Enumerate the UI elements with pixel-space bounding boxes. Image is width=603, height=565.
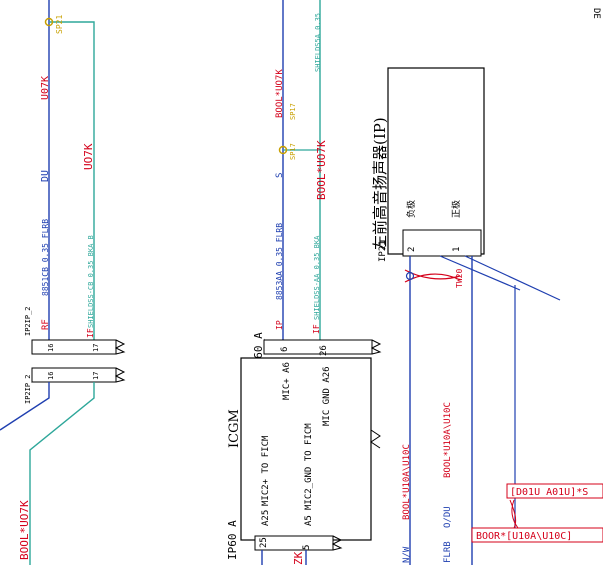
left-rf-tag: RF xyxy=(41,319,51,330)
speaker-pin1-num: 1 xyxy=(452,247,462,252)
callout-bottom-text: BOOR*[U10A\U10C] xyxy=(476,531,572,542)
left-connector-bottom: IP2IP_2 16 17 xyxy=(24,367,126,404)
callout-top-text: [D01U A01U]*S xyxy=(510,487,588,498)
callout-top-box xyxy=(506,483,603,499)
icgm-side-pin-mic-gnd: MIC GND A26 xyxy=(322,366,332,426)
speaker-ref: IP21 xyxy=(378,240,388,262)
speaker-pin2-label: 负极 xyxy=(405,200,417,218)
corner-label: DE xyxy=(591,8,601,19)
left-circuit-label: U07K xyxy=(40,76,51,100)
ip60-bottom-tag: ZK xyxy=(292,551,305,565)
left-connector-top-pin16: 16 xyxy=(47,344,55,352)
left-shield-spec: SHIELDSS-CB 0.35 BKA B xyxy=(87,235,95,328)
right-wire-diag-b xyxy=(464,255,561,301)
right-label-4: FLRB xyxy=(443,541,453,563)
ip60-pin-26: 26 xyxy=(319,345,329,356)
right-label-2: BOOL*U10A\U10C xyxy=(443,402,453,478)
left-route-label: DU xyxy=(40,170,51,182)
left-connector-top: IP2IP_2 16 17 xyxy=(24,306,126,355)
ip60-bottom-connector-id: IP60 A xyxy=(226,520,239,560)
middle-red-circuit: BOOL*UO7K xyxy=(315,140,328,200)
left-connector-bottom-pin16: 16 xyxy=(47,372,55,380)
twisted-pair-indicator xyxy=(404,269,461,283)
left-connector-bottom-id: IP2IP_2 xyxy=(24,374,32,404)
left-connector-top-pin17: 17 xyxy=(92,344,100,352)
icgm-row-a5-pin: A5 xyxy=(304,515,314,526)
ip60-pin-6: 6 xyxy=(280,347,290,352)
icgm-row-a25-text: MIC2+ TO FICM xyxy=(261,435,271,506)
icgm-row-a25-pin: A25 xyxy=(261,510,271,526)
left-connector-top-id: IP2IP_2 xyxy=(24,306,32,336)
right-label-1: BOOL*U10A\U10C xyxy=(402,444,412,520)
icgm-module: ICGM A25 MIC2+ TO FICM A5 MIC2_GND TO FI… xyxy=(227,357,381,541)
middle-blue-tag: IP xyxy=(275,320,284,330)
ip60-bottom-pin-25: 25 xyxy=(259,537,269,548)
left-splice-dot xyxy=(44,17,54,27)
left-connector-top-body xyxy=(31,339,117,355)
left-wire-spec: 8851CB 0.35 FLRB xyxy=(41,219,50,296)
speaker-box xyxy=(387,67,485,255)
callout-twist xyxy=(509,499,519,529)
middle-wire-group: BOOL*UO7K SHIELDS5A 0.35 SP17 SP17 BOOL*… xyxy=(275,0,328,340)
left-red-circuit: UO7K xyxy=(82,143,95,170)
middle-splice-label-b: SP17 xyxy=(289,143,297,160)
speaker-twist-label: TW20 xyxy=(455,269,464,288)
middle-route-label: S xyxy=(275,173,285,178)
icgm-side-pin-mic-plus: MIC+ A6 xyxy=(282,362,292,400)
icgm-row-a5-text: MIC2_GND TO FICM xyxy=(304,423,314,510)
speaker-connector-body xyxy=(402,229,482,257)
speaker-ip21: 左前高音扬声器(IP) IP21 2 负极 1 正极 TW20 xyxy=(371,67,485,288)
right-wires: BOOL*U10A\U10C BOOL*U10A\U10C O/DU FLRB … xyxy=(402,255,603,565)
speaker-pin1-label: 正极 xyxy=(450,200,462,218)
middle-red-tag: IF xyxy=(312,324,321,334)
ip60-connector-break xyxy=(370,339,382,355)
right-label-5: N/W xyxy=(402,546,412,563)
left-teal-wire xyxy=(49,21,95,340)
icgm-module-box xyxy=(240,357,372,541)
ip60-bottom-connector: IP60 A 25 5 ZK xyxy=(226,520,343,565)
left-lower-wires: BOOL*UO7K xyxy=(0,382,95,565)
left-connector-top-break xyxy=(114,339,126,355)
middle-top-teal-label: SHIELDS5A 0.35 xyxy=(314,13,322,72)
ip60-bottom-pin-5: 5 xyxy=(302,545,312,550)
ip60-bottom-connector-break xyxy=(331,535,343,551)
middle-splice-dot xyxy=(278,145,288,155)
icgm-module-name: ICGM xyxy=(227,409,242,448)
middle-wire-spec: 8853AA 0.35 FLRB xyxy=(275,223,284,300)
left-bottom-label: BOOL*UO7K xyxy=(18,500,31,560)
left-splice-label: SP21 xyxy=(55,15,64,34)
left-connector-bottom-pin17: 17 xyxy=(92,372,100,380)
middle-splice-label-a: SP17 xyxy=(289,103,297,120)
middle-top-red-label: BOOL*UO7K xyxy=(275,69,285,118)
left-wire-group: SP21 U07K DU 8851CB 0.35 FLRB RF UO7K SH… xyxy=(40,0,95,340)
callout-bottom-box xyxy=(471,527,603,543)
right-splice-dot xyxy=(405,271,415,281)
speaker-title: 左前高音扬声器(IP) xyxy=(371,117,389,250)
left-lower-teal xyxy=(29,382,95,565)
left-connector-bottom-break xyxy=(114,367,126,383)
right-wire-diag-a xyxy=(439,255,521,291)
middle-shield-spec: SHIELDSS-AA 0.35 BKA xyxy=(313,235,321,320)
ip60-bottom-connector-body xyxy=(254,535,334,551)
left-lower-blue xyxy=(0,382,50,431)
left-shield-tag: IF xyxy=(86,328,95,338)
icgm-module-break xyxy=(370,429,381,449)
ip60-connector-body xyxy=(263,339,373,355)
left-connector-bottom-body xyxy=(31,367,117,383)
right-label-3: O/DU xyxy=(443,506,453,528)
speaker-pin2-num: 2 xyxy=(407,247,417,252)
